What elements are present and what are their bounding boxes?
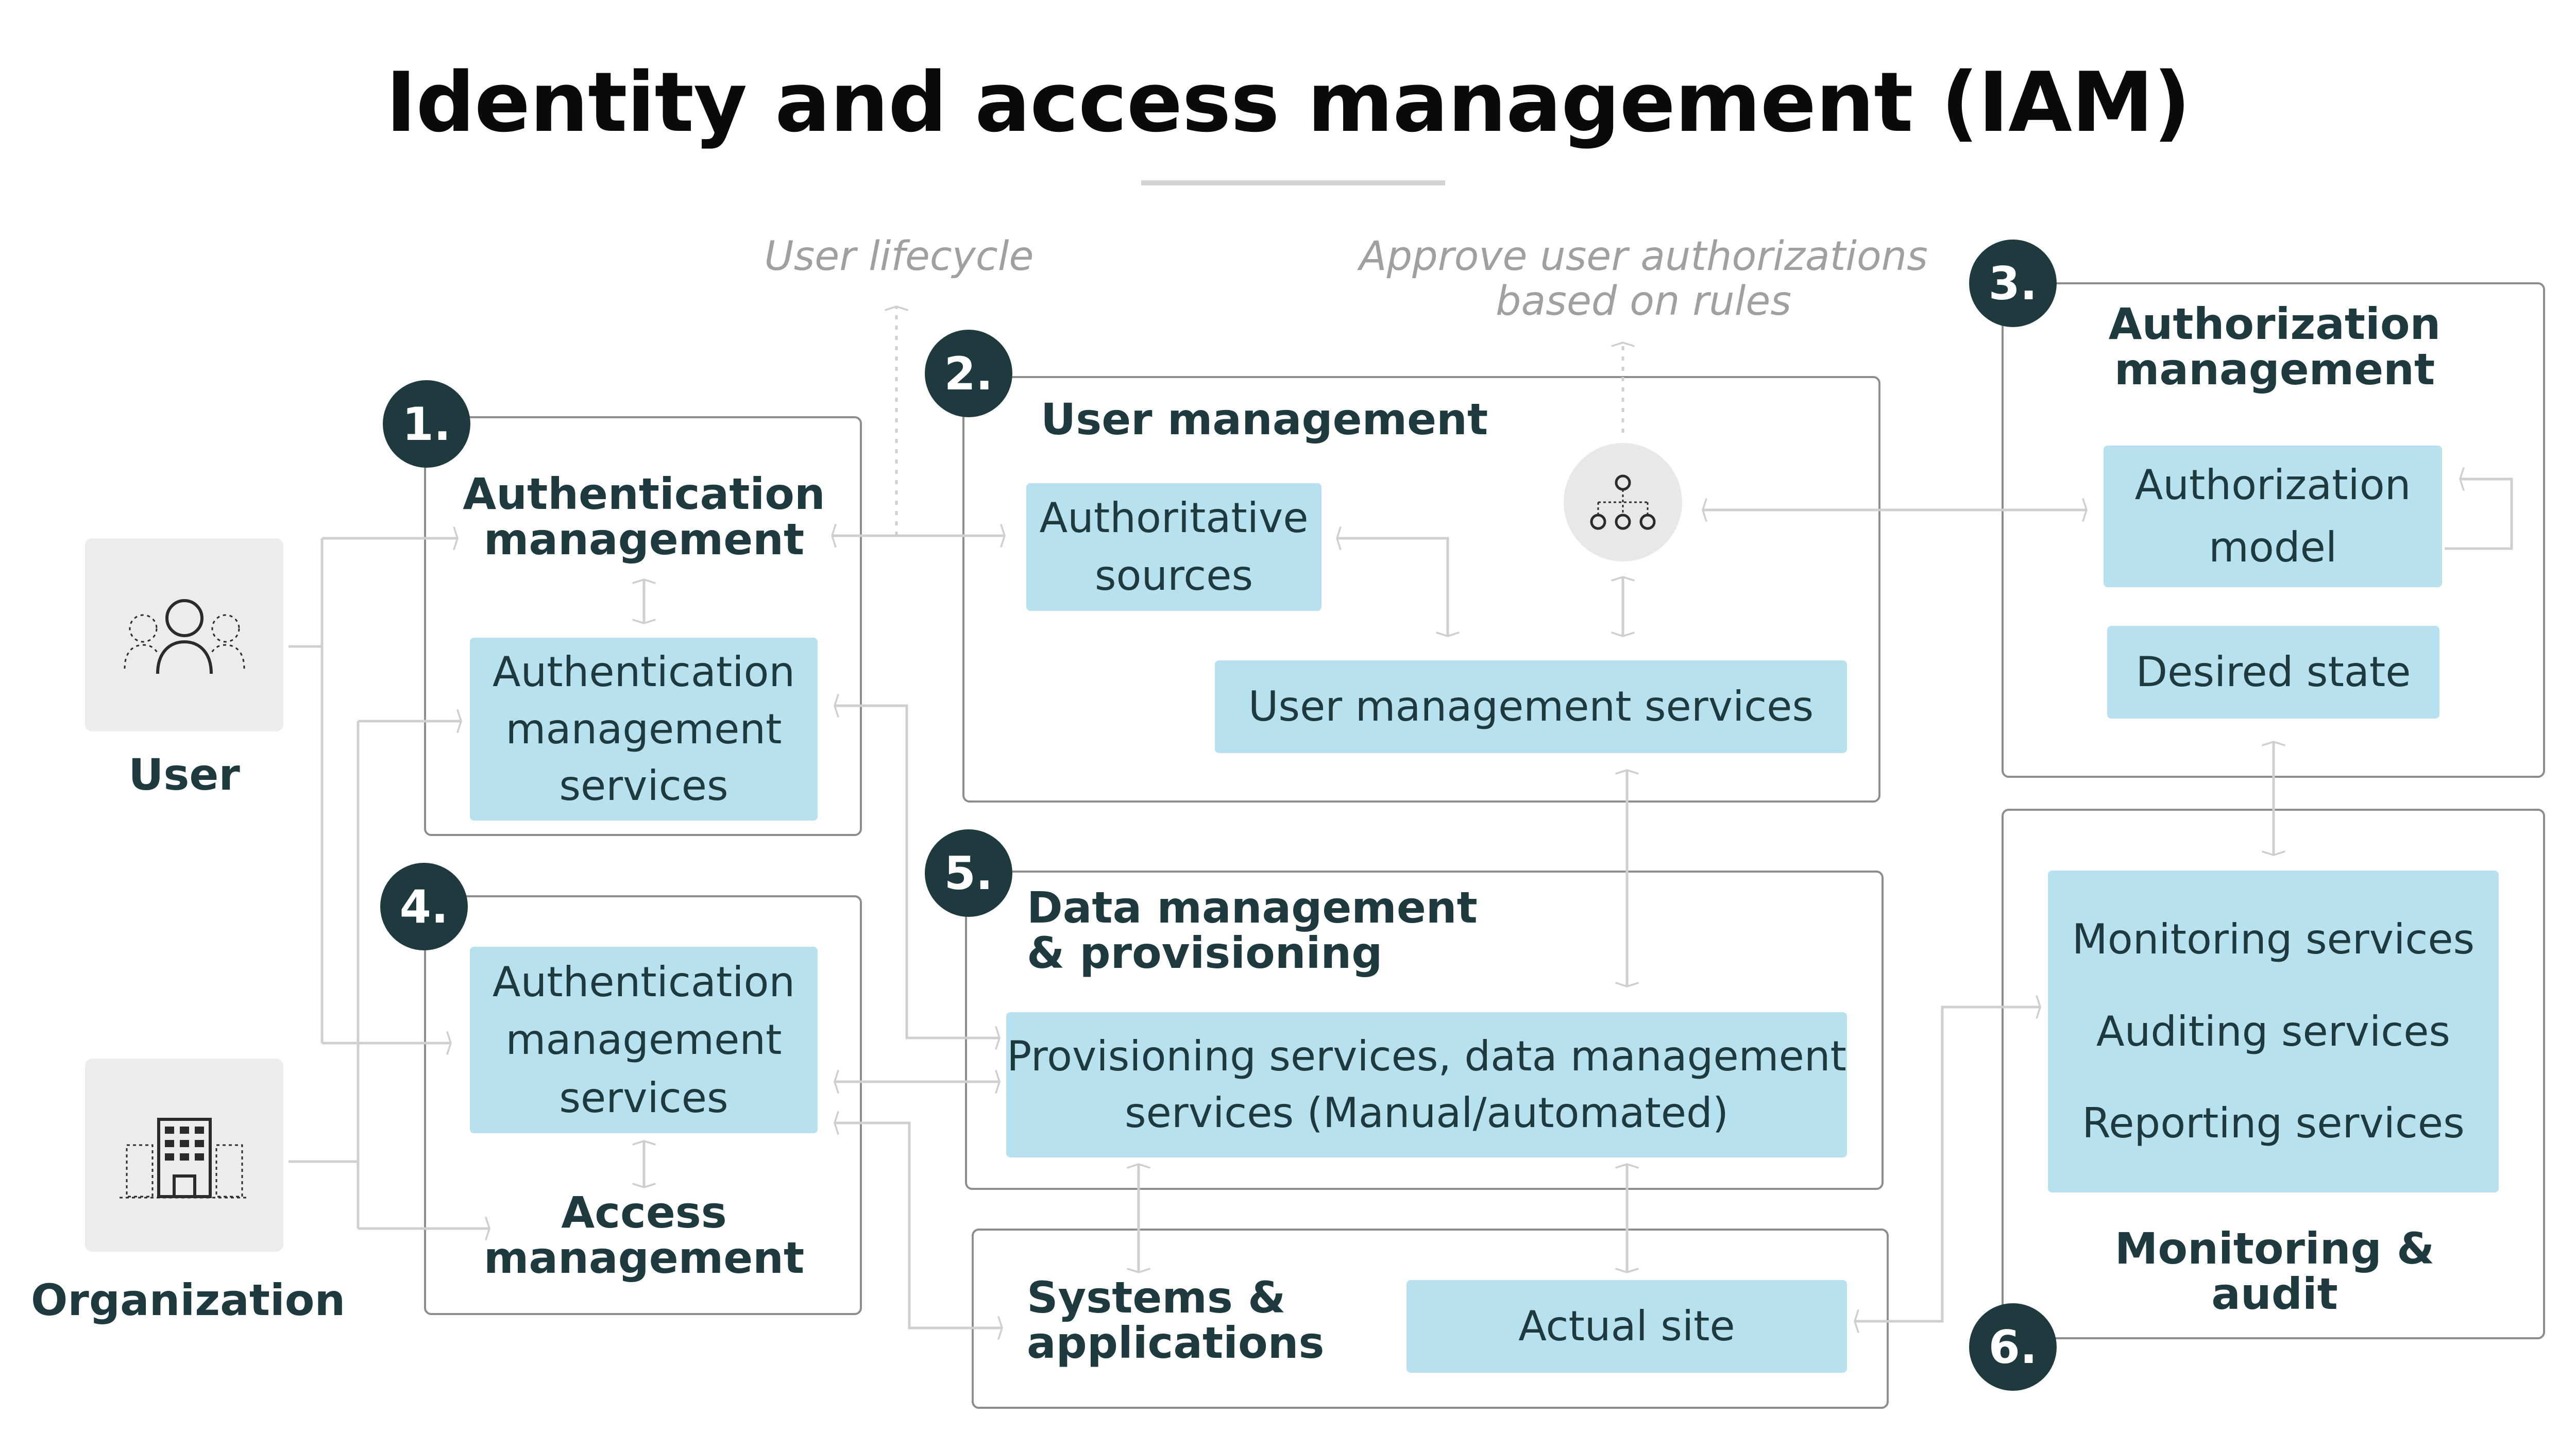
monitoring-audit-heading: Monitoring & audit bbox=[2114, 1223, 2435, 1320]
user-tile bbox=[85, 538, 283, 731]
provisioning-services-box: Provisioning services, data management s… bbox=[1006, 1012, 1847, 1157]
section-badge-5: 5. bbox=[925, 829, 1012, 917]
hierarchy-icon bbox=[1590, 474, 1656, 530]
section-badge-6: 6. bbox=[1969, 1303, 2057, 1391]
building-icon bbox=[119, 1117, 249, 1198]
authoritative-sources-box: Authoritative sources bbox=[1026, 483, 1321, 611]
monitoring-services-item: Monitoring services bbox=[2072, 915, 2475, 964]
title-underline bbox=[1141, 180, 1445, 185]
reporting-services-item: Reporting services bbox=[2082, 1099, 2465, 1147]
section-badge-1: 1. bbox=[383, 380, 470, 468]
user-label: User bbox=[128, 749, 240, 800]
user-management-heading: User management bbox=[1041, 394, 1488, 445]
user-management-services-box: User management services bbox=[1215, 660, 1847, 753]
access-authentication-services-box: Authentication management services bbox=[470, 947, 818, 1133]
authorization-model-box: Authorization model bbox=[2104, 446, 2442, 587]
monitoring-services-box: Monitoring services Auditing services Re… bbox=[2048, 871, 2499, 1192]
section-badge-3: 3. bbox=[1969, 240, 2057, 327]
auditing-services-item: Auditing services bbox=[2096, 1007, 2451, 1055]
approve-authorizations-note: Approve user authorizations based on rul… bbox=[1359, 233, 1928, 325]
authorization-management-heading: Authorization management bbox=[2108, 299, 2441, 395]
user-lifecycle-note: User lifecycle bbox=[764, 233, 1034, 280]
page-title: Identity and access management (IAM) bbox=[385, 54, 2191, 150]
desired-state-box: Desired state bbox=[2107, 626, 2439, 719]
rules-hub bbox=[1564, 443, 1682, 561]
authentication-services-box: Authentication management services bbox=[470, 638, 818, 821]
section-badge-4: 4. bbox=[380, 863, 468, 950]
access-management-heading: Access management bbox=[483, 1187, 805, 1284]
users-icon bbox=[124, 599, 245, 674]
organization-label: Organization bbox=[31, 1275, 346, 1325]
actual-site-box: Actual site bbox=[1406, 1280, 1847, 1373]
section-badge-2: 2. bbox=[925, 330, 1012, 417]
data-provisioning-heading: Data management & provisioning bbox=[1027, 882, 1478, 979]
organization-tile bbox=[85, 1059, 283, 1252]
systems-applications-heading: Systems & applications bbox=[1027, 1272, 1325, 1369]
authentication-management-heading: Authentication management bbox=[463, 469, 825, 565]
